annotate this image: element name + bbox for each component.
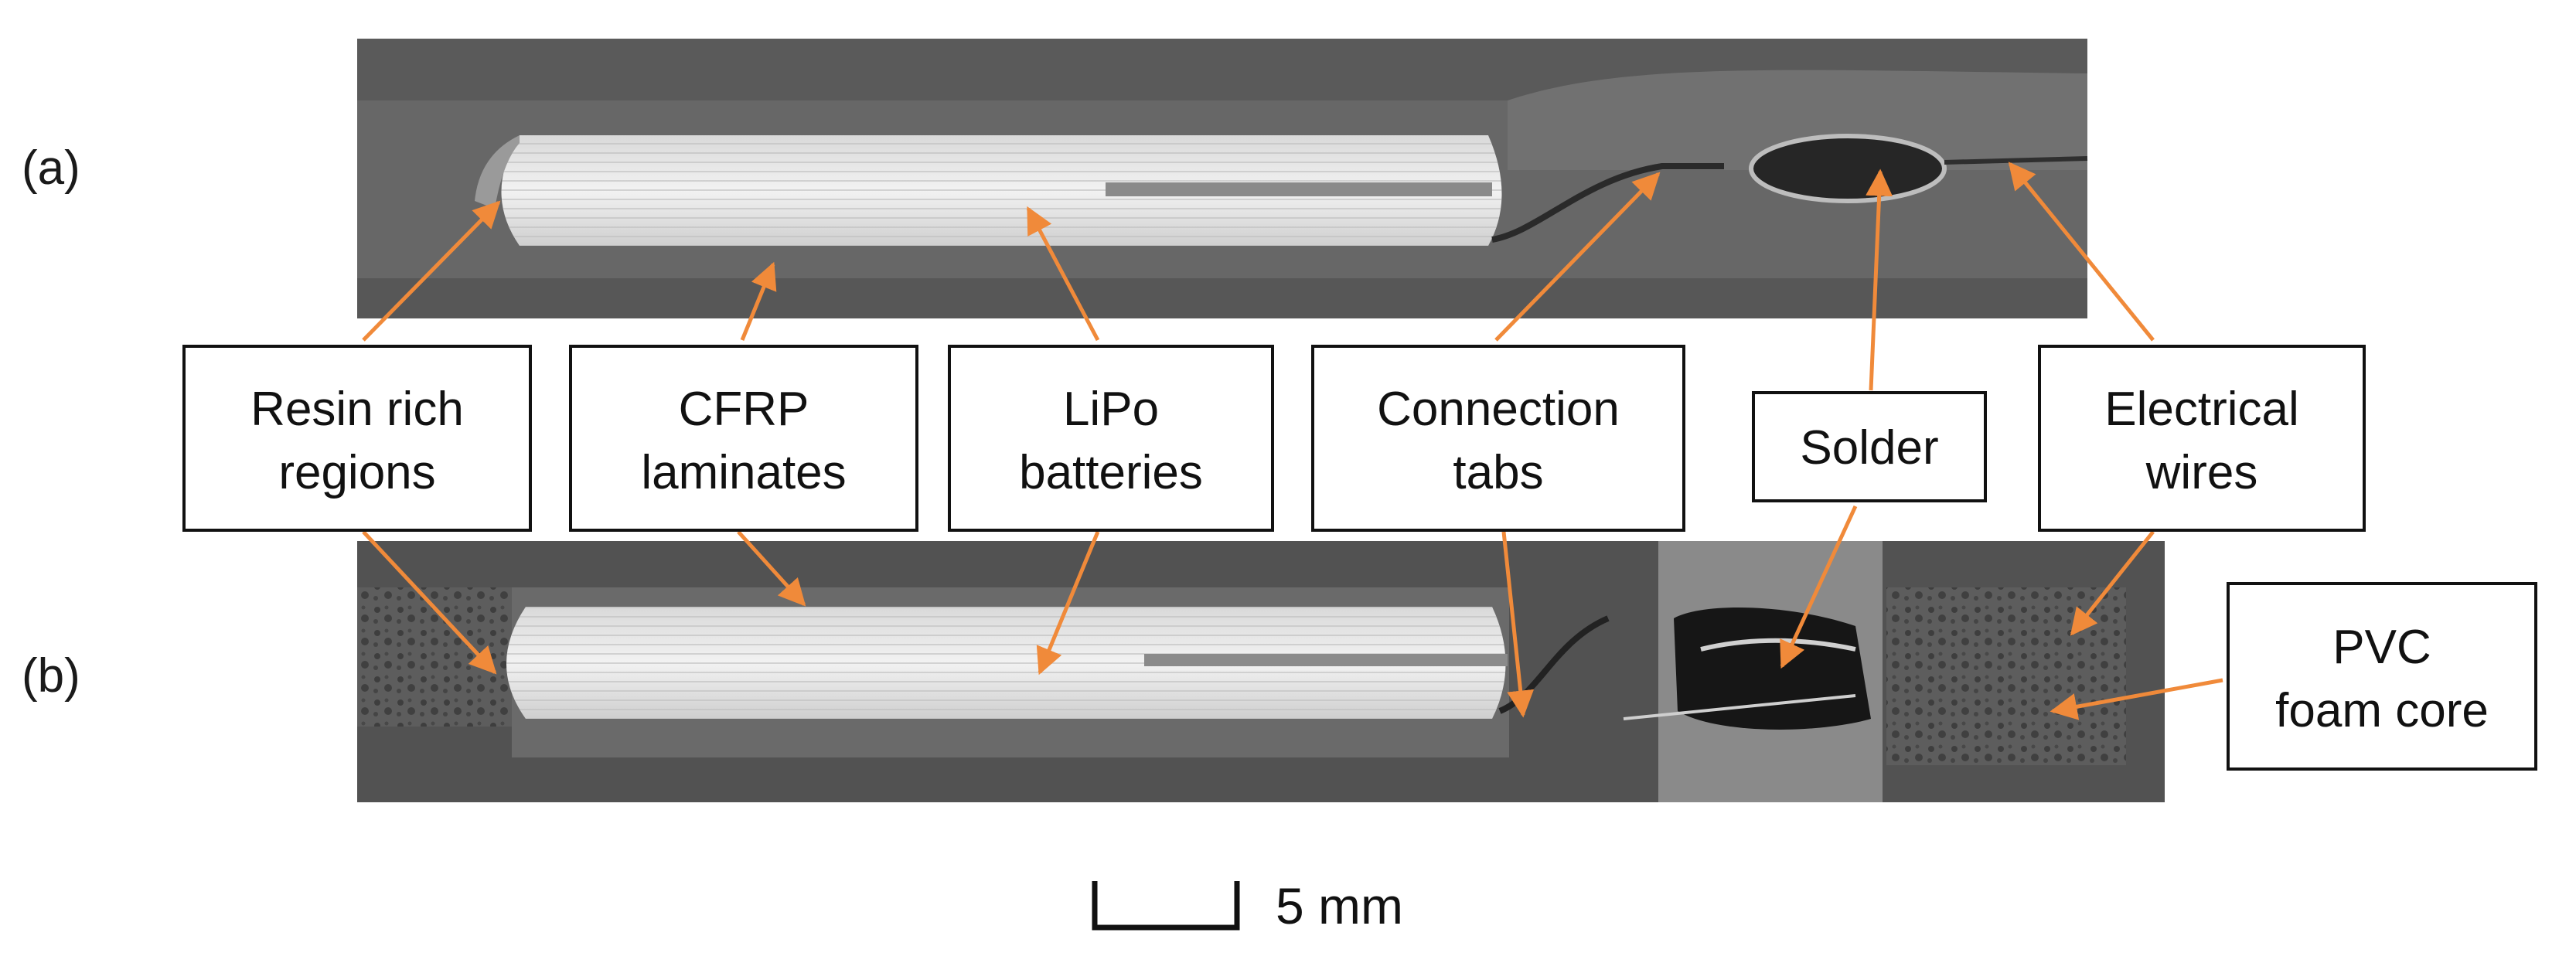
callout-lipo-line2: batteries xyxy=(1019,446,1203,499)
callout-resin-rich-regions: Resin rich regions xyxy=(182,345,532,532)
callout-resin-line1: Resin rich xyxy=(250,383,464,436)
callout-tabs-line1: Connection xyxy=(1377,383,1620,436)
callout-wires-line2: wires xyxy=(2145,446,2258,499)
callout-resin-line2: regions xyxy=(278,446,435,499)
callout-cfrp-line2: laminates xyxy=(641,446,846,499)
panel-label-b: (b) xyxy=(22,649,80,703)
callout-pvc-foam-core: PVC foam core xyxy=(2227,582,2537,771)
callout-lipo-batteries: LiPo batteries xyxy=(948,345,1274,532)
arrows-panel-b xyxy=(362,505,2223,720)
scale-bar-label: 5 mm xyxy=(1276,877,1403,934)
callout-connection-tabs: Connection tabs xyxy=(1311,345,1685,532)
callout-lipo-line1: LiPo xyxy=(1063,383,1159,436)
arrows-panel-a xyxy=(362,162,2155,391)
panel-label-a: (a) xyxy=(22,141,80,195)
callout-tabs-line2: tabs xyxy=(1453,446,1543,499)
ct-scan-panel-a xyxy=(357,39,2088,318)
callout-solder-text: Solder xyxy=(1800,421,1938,475)
callout-wires-line1: Electrical xyxy=(2104,383,2299,436)
callout-cfrp-line1: CFRP xyxy=(679,383,809,436)
ct-scan-panel-b xyxy=(357,541,2165,802)
callout-cfrp-laminates: CFRP laminates xyxy=(569,345,918,532)
callout-solder: Solder xyxy=(1752,391,1987,502)
callout-pvc-line2: foam core xyxy=(2275,684,2489,737)
scale-bar: 5 mm xyxy=(1092,877,1403,934)
callout-electrical-wires: Electrical wires xyxy=(2038,345,2366,532)
callout-pvc-line1: PVC xyxy=(2332,621,2431,674)
